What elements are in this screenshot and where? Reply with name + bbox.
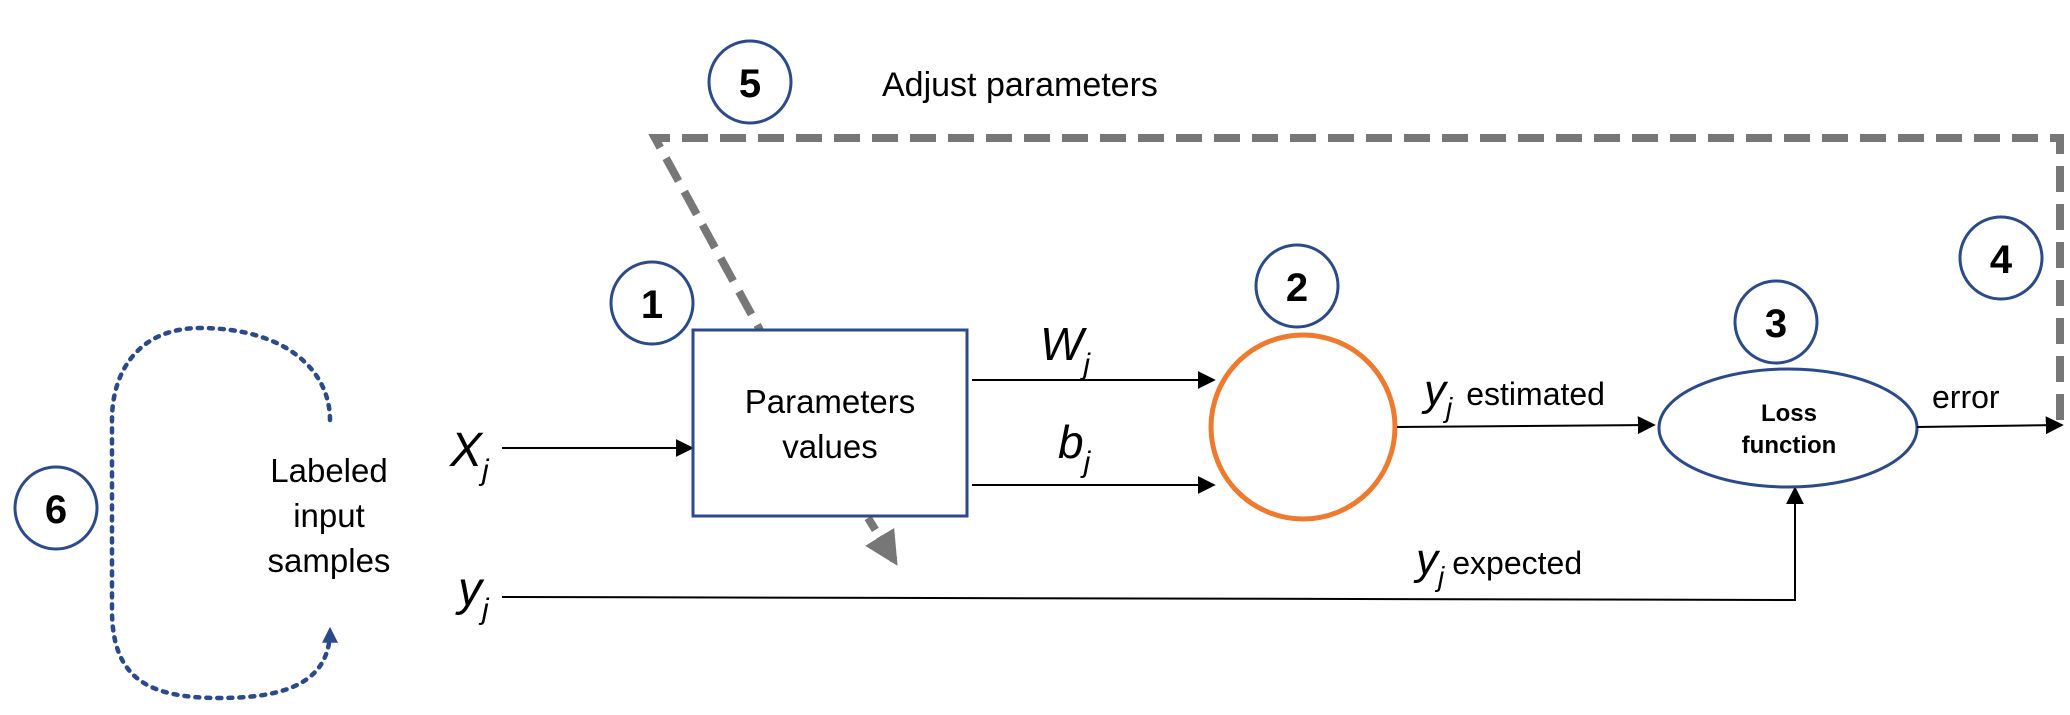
svg-text:3: 3 (1765, 302, 1787, 346)
error-arrow (1916, 416, 2064, 435)
step-badge-6: 6 (13, 465, 99, 551)
parameters-box-label-line-1: Parameters (745, 383, 916, 420)
weight-label: Wj (1040, 318, 1091, 381)
loss-function-label-line-1: Loss (1761, 400, 1817, 427)
parameters-box-label-line-2: values (782, 428, 877, 465)
svg-text:5: 5 (739, 62, 761, 106)
step-badge-2: 2 (1254, 243, 1340, 329)
error-label: error (1932, 379, 2000, 415)
estimated-output-arrow (1396, 416, 1656, 435)
feedback-loop-line (648, 134, 2064, 420)
y-expected-line (501, 486, 1804, 602)
feedback-arrow-into-box (864, 515, 898, 566)
x-variable-label: Xj (449, 424, 490, 487)
step-badge-1: 1 (609, 260, 695, 346)
input-samples-label-line-3: samples (268, 542, 391, 579)
svg-text:2: 2 (1286, 266, 1308, 310)
bias-label: bj (1058, 416, 1092, 479)
svg-text:6: 6 (45, 488, 67, 532)
loss-function-node (1657, 367, 1919, 489)
input-samples-label-line-2: input (293, 497, 365, 534)
neuron-node (1208, 332, 1398, 522)
step-badge-3: 3 (1733, 279, 1819, 365)
cycle-dotted-arrow (109, 325, 338, 701)
loss-function-label-line-2: function (1742, 432, 1837, 459)
input-samples-label-line-1: Labeled (270, 452, 387, 489)
parameters-box (691, 328, 969, 518)
step-badge-5: 5 (707, 39, 793, 125)
svg-text:4: 4 (1990, 238, 2013, 282)
step-badge-4: 4 (1958, 215, 2044, 301)
adjust-parameters-label: Adjust parameters (882, 66, 1158, 104)
y-variable-label: yj (455, 563, 490, 626)
svg-text:1: 1 (641, 283, 663, 327)
